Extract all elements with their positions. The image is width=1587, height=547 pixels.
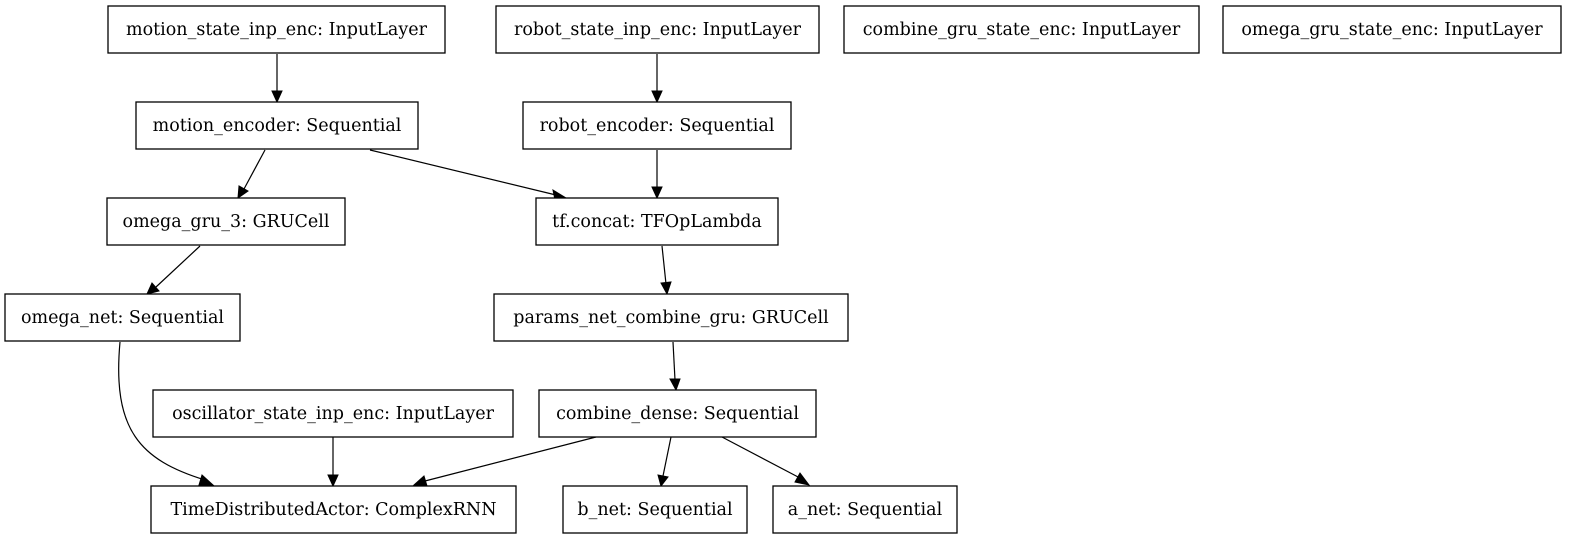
arrow-head — [271, 90, 283, 104]
arrow-head — [794, 472, 811, 486]
edge-omega-gru-to-omega-net — [155, 245, 201, 288]
node-label: robot_state_inp_enc: InputLayer — [514, 20, 802, 40]
node-time-distributed-actor: TimeDistributedActor: ComplexRNN — [150, 485, 517, 534]
nodes: motion_state_inp_enc: InputLayer robot_s… — [4, 5, 1562, 534]
arrow-head — [412, 475, 428, 487]
node-tf-concat: tf.concat: TFOpLambda — [535, 197, 779, 246]
edge-combine-dense-to-a-net — [721, 436, 801, 479]
edge-combine-dense-to-b-net — [662, 436, 672, 477]
node-label: motion_state_inp_enc: InputLayer — [126, 20, 428, 40]
node-b-net: b_net: Sequential — [562, 485, 748, 534]
node-combine-gru-state-enc: combine_gru_state_enc: InputLayer — [843, 5, 1200, 54]
edge-params-gru-to-combine-dense — [672, 341, 676, 381]
node-label: omega_gru_3: GRUCell — [123, 212, 330, 232]
arrow-head — [669, 378, 681, 392]
arrow-head — [651, 90, 663, 104]
arrow-head — [146, 282, 160, 295]
node-robot-state-inp-enc: robot_state_inp_enc: InputLayer — [495, 5, 820, 54]
node-label: a_net: Sequential — [788, 500, 943, 520]
edge-tf-concat-to-params-gru — [661, 245, 667, 285]
edge-combine-dense-to-actor — [424, 436, 597, 482]
node-motion-encoder: motion_encoder: Sequential — [135, 101, 419, 150]
node-robot-encoder: robot_encoder: Sequential — [522, 101, 792, 150]
node-a-net: a_net: Sequential — [772, 485, 958, 534]
node-label: omega_net: Sequential — [21, 308, 224, 328]
node-omega-net: omega_net: Sequential — [4, 293, 241, 342]
arrow-head — [237, 185, 249, 200]
node-label: combine_gru_state_enc: InputLayer — [863, 20, 1181, 40]
edge-omega-net-to-actor — [118, 341, 206, 481]
arrow-head — [651, 186, 663, 200]
node-label: b_net: Sequential — [577, 500, 733, 520]
node-label: robot_encoder: Sequential — [540, 116, 775, 136]
node-omega-gru-state-enc: omega_gru_state_enc: InputLayer — [1222, 5, 1562, 54]
node-params-net-combine-gru: params_net_combine_gru: GRUCell — [493, 293, 849, 342]
edge-motion-encoder-to-tf-concat — [369, 149, 557, 196]
node-label: tf.concat: TFOpLambda — [552, 212, 762, 232]
node-label: oscillator_state_inp_enc: InputLayer — [172, 404, 495, 424]
node-omega-gru-3: omega_gru_3: GRUCell — [106, 197, 346, 246]
arrow-head — [198, 474, 215, 486]
node-combine-dense: combine_dense: Sequential — [538, 389, 817, 438]
node-label: motion_encoder: Sequential — [153, 116, 402, 136]
edge-motion-encoder-to-omega-gru — [243, 149, 266, 190]
arrow-head — [657, 474, 669, 488]
node-motion-state-inp-enc: motion_state_inp_enc: InputLayer — [107, 5, 446, 54]
node-label: TimeDistributedActor: ComplexRNN — [170, 500, 496, 520]
node-label: omega_gru_state_enc: InputLayer — [1241, 20, 1543, 40]
arrow-head — [327, 474, 339, 488]
arrow-head — [660, 281, 672, 296]
node-label: combine_dense: Sequential — [556, 404, 799, 424]
node-oscillator-state-inp-enc: oscillator_state_inp_enc: InputLayer — [152, 389, 514, 438]
node-label: params_net_combine_gru: GRUCell — [513, 308, 829, 328]
